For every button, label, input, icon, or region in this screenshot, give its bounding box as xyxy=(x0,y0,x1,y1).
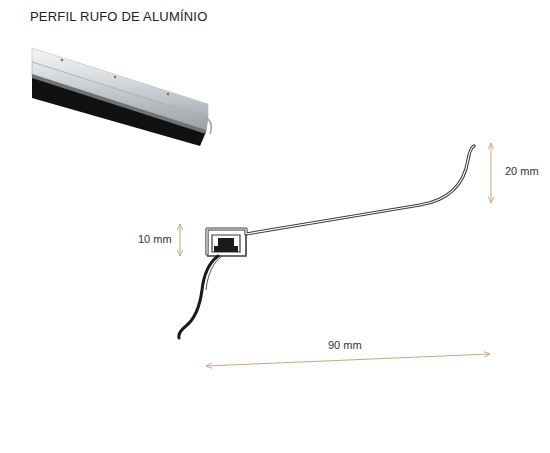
profile-section xyxy=(207,146,474,256)
profile-photo xyxy=(32,48,211,146)
dimension-arrow xyxy=(180,224,181,256)
title: PERFIL RUFO DE ALUMÍNIO xyxy=(30,9,207,24)
brush-seal xyxy=(179,256,222,338)
dimension-label: 90 mm xyxy=(328,339,362,351)
dimension-label: 20 mm xyxy=(505,165,539,177)
dimension-arrow xyxy=(491,143,492,203)
dimension-arrow xyxy=(206,354,490,366)
dimension-label: 10 mm xyxy=(138,233,172,245)
